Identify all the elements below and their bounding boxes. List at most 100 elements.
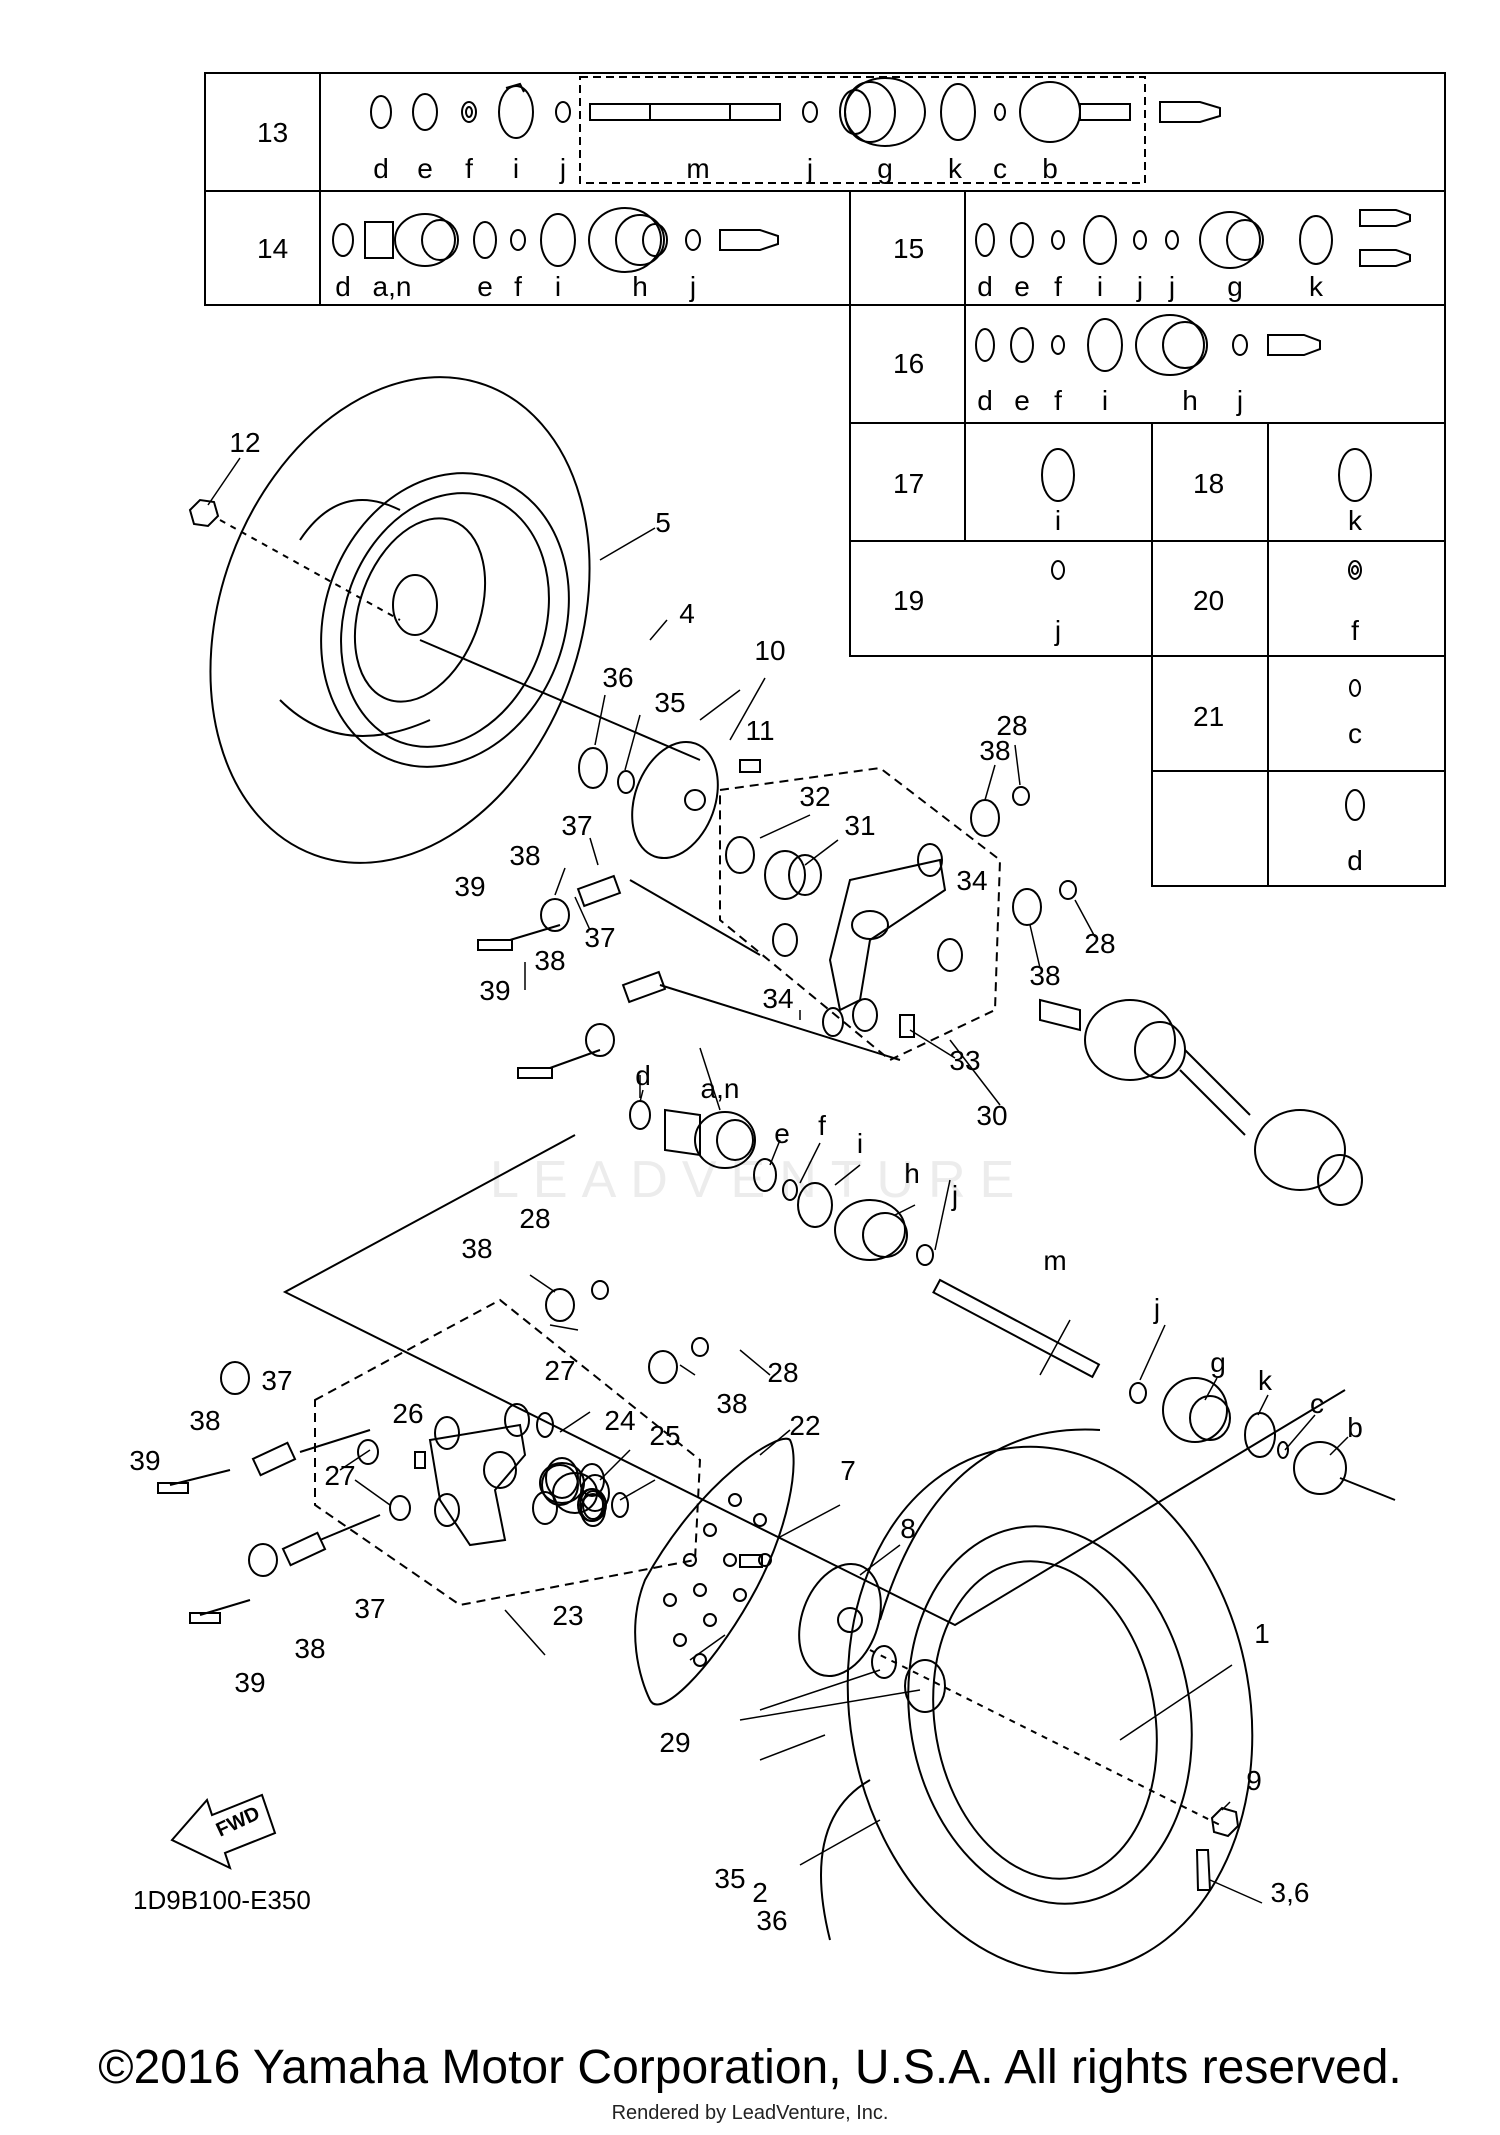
row-15-parts [975,209,1411,269]
row13-letter: j [559,153,566,184]
callout-38: 38 [509,840,540,871]
parts-table [204,72,1446,887]
row13-letter: m [686,153,709,184]
callout-25: 25 [649,1420,680,1451]
rendered-by-text: Rendered by LeadVenture, Inc. [611,2102,889,2124]
callout-38: 38 [979,735,1010,766]
fwd-arrow-icon [170,1793,277,1870]
row13-letter: f [465,153,473,184]
row13-letter: g [877,153,893,184]
row15-letter: k [1309,271,1324,302]
callout-29: 29 [659,1727,690,1758]
row19-letter: j [1054,615,1061,646]
callout-31: 31 [844,810,875,841]
callout-24: 24 [604,1405,635,1436]
callout-labels: 1 2 3,6 4 5 7 8 9 10 11 12 22 23 24 25 2… [129,427,1362,1936]
row21-letter: c [1348,718,1362,749]
row-ref-16: 16 [893,348,924,379]
callout-39: 39 [479,975,510,1006]
row16-letter: h [1182,385,1198,416]
callout-39: 39 [234,1667,265,1698]
callout-22: 22 [789,1410,820,1441]
row13-letter: k [948,153,963,184]
row15-letter: e [1014,271,1030,302]
row14-letter: d [335,271,351,302]
callout-39: 39 [454,871,485,902]
row16-letter: i [1102,385,1108,416]
lower-knuckle-box [314,1298,702,1607]
row13-letter: c [993,153,1007,184]
leader-lines [207,457,1349,1904]
row15-letter: j [1136,271,1143,302]
callout-j: j [951,1180,958,1211]
callout-38: 38 [294,1633,325,1664]
callout-38: 38 [716,1388,747,1419]
callout-9: 9 [1246,1765,1262,1796]
callout-35: 35 [714,1863,745,1894]
callout-37: 37 [561,810,592,841]
upper-arm-bushings [477,786,1077,1079]
row-16-parts [975,314,1321,376]
callout-38: 38 [189,1405,220,1436]
callout-12: 12 [229,427,260,458]
callout-11: 11 [745,715,774,746]
callout-28: 28 [767,1357,798,1388]
row14-letter: h [632,271,648,302]
callout-26: 26 [392,1398,423,1429]
callout-36: 36 [756,1905,787,1936]
callout-b: b [1347,1412,1363,1443]
callout-34: 34 [762,983,793,1014]
row16-letter: j [1236,385,1243,416]
callout-27: 27 [544,1355,575,1386]
row14-letter: j [689,271,696,302]
callout-28: 28 [996,710,1027,741]
row15-letter: d [977,271,993,302]
row17-letter: i [1055,505,1061,536]
row16-letter: f [1054,385,1062,416]
callout-m: m [1043,1245,1066,1276]
callout-4: 4 [679,598,695,629]
row14-letter: a,n [373,271,412,302]
row-14-parts [332,207,779,273]
upper-knuckle [725,836,963,1038]
row-ref-13: 13 [257,117,288,148]
table-row-refs: 13 14 15 16 17 18 19 20 21 [257,117,1224,732]
callout-g: g [1210,1347,1226,1378]
row-ref-14: 14 [257,233,288,264]
lower-knuckle [357,1403,629,1547]
callout-h: h [904,1158,920,1189]
row-ref-19: 19 [893,585,924,616]
row-13-parts [370,77,1221,147]
row22-letter: d [1347,845,1363,876]
callout-36: 36 [602,662,633,693]
lower-bearing [541,1464,607,1522]
callout-34: 34 [956,865,987,896]
row-ref-18: 18 [1193,468,1224,499]
callout-7: 7 [840,1455,856,1486]
upper-knuckle-box [719,766,1002,1062]
lower-arm-bushings [157,1280,709,1624]
callout-k: k [1258,1365,1273,1396]
callout-32: 32 [799,781,830,812]
row16-letter: e [1014,385,1030,416]
row-ref-17: 17 [893,468,924,499]
single-parts [1041,448,1372,821]
callout-28: 28 [1084,928,1115,959]
row-ref-20: 20 [1193,585,1224,616]
callout-37: 37 [261,1365,292,1396]
drawing-code: 1D9B100-E350 [133,1885,311,1915]
front-hub [578,740,761,860]
upper-wheel [209,376,591,864]
callout-38: 38 [461,1233,492,1264]
table-letters: d e f i j m j g k c b d a,n e f i h j d … [335,153,1363,876]
callout-3-6: 3,6 [1271,1877,1310,1908]
nut-12 [188,498,220,528]
brake-disc [634,1437,795,1706]
watermark: LEADVENTURE [490,1151,1029,1209]
callout-f: f [818,1110,826,1141]
row13-letter: d [373,153,389,184]
row13-letter: e [417,153,433,184]
callout-37: 37 [354,1593,385,1624]
exploded-cv-parts [629,1100,1396,1501]
callout-5: 5 [655,507,671,538]
